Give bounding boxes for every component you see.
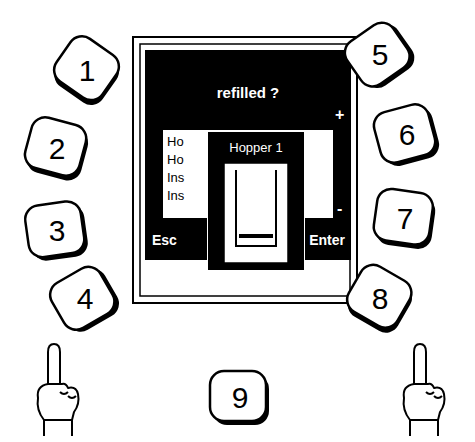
pointing-hand — [38, 344, 79, 436]
key-button: 9 — [205, 366, 275, 430]
soft-key-label: Esc — [152, 232, 177, 248]
key-button: 8 — [345, 266, 415, 332]
key-button: 2 — [22, 116, 92, 182]
key-number: 4 — [50, 266, 120, 332]
key-button: 6 — [372, 102, 442, 168]
key-button: 5 — [345, 22, 415, 88]
key-number: 2 — [22, 116, 92, 182]
menu-item: Ins — [167, 170, 184, 185]
key-button: 1 — [52, 38, 122, 104]
key-button: 7 — [370, 186, 440, 252]
menu-item: Ho — [167, 152, 184, 167]
screen-title: refilled ? — [145, 84, 351, 101]
key-number: 9 — [205, 366, 275, 430]
pointing-hand — [404, 344, 445, 436]
popup-window: Hopper 1 — [207, 131, 305, 271]
key-number: 7 — [370, 186, 440, 252]
display-screen: refilled ?+-EscEnterHoHoInsInsHopper 1 — [145, 50, 351, 260]
menu-item: Ho — [167, 134, 184, 149]
hopper-icon — [223, 162, 289, 264]
soft-key-label: + — [335, 106, 344, 124]
soft-key-label: Enter — [309, 232, 345, 248]
key-button: 3 — [22, 198, 92, 264]
key-number: 8 — [345, 266, 415, 332]
key-number: 3 — [22, 198, 92, 264]
popup-title: Hopper 1 — [208, 140, 304, 155]
menu-item: Ins — [167, 188, 184, 203]
soft-key-label: - — [337, 200, 342, 218]
screen-bezel — [140, 44, 350, 296]
key-number: 5 — [345, 22, 415, 88]
screen-frame — [133, 37, 357, 303]
key-button: 4 — [50, 266, 120, 332]
key-number: 1 — [52, 38, 122, 104]
key-number: 6 — [372, 102, 442, 168]
